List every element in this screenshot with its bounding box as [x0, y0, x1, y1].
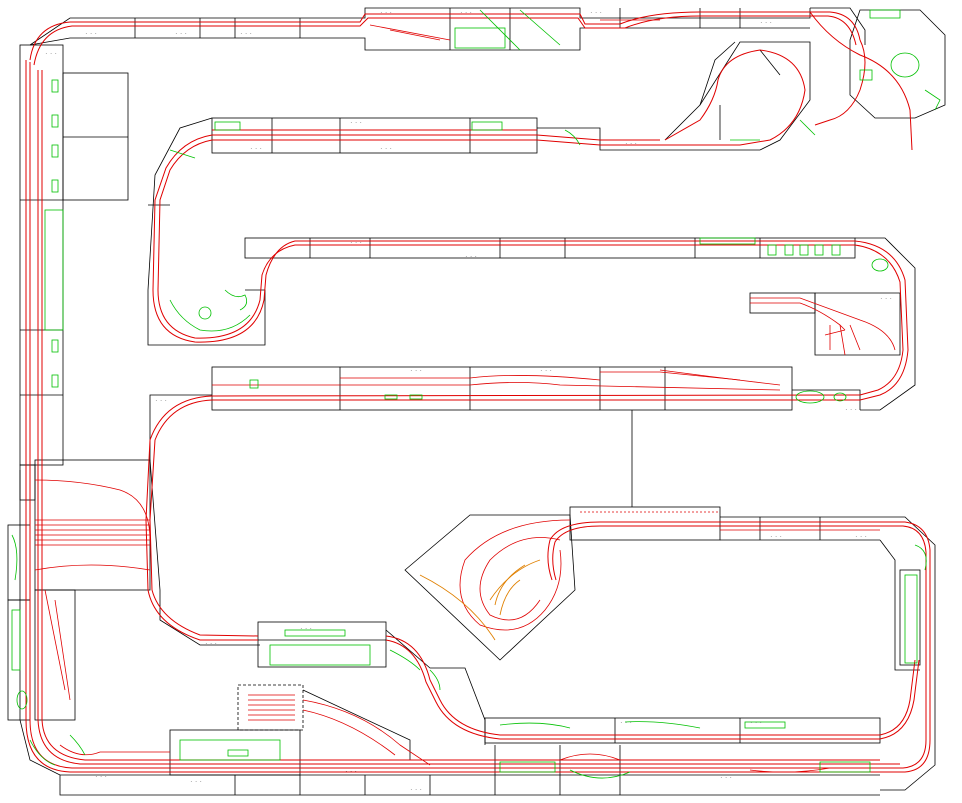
module-label: · · ·	[760, 20, 772, 25]
module-label: · · ·	[410, 368, 422, 373]
module-label: · · ·	[350, 120, 362, 125]
module-label: · · ·	[465, 254, 477, 259]
module-label: · · ·	[85, 31, 97, 36]
module-label: · · ·	[380, 10, 392, 15]
module-label: · · ·	[380, 146, 392, 151]
module-label: · · ·	[95, 774, 107, 779]
module-label: · · ·	[620, 720, 632, 725]
module-label: · · ·	[460, 10, 472, 15]
secondary-track	[419, 559, 541, 641]
module-label: · · ·	[750, 720, 762, 725]
module-label: · · ·	[190, 779, 202, 784]
module-label: · · ·	[250, 146, 262, 151]
module-label: · · ·	[590, 10, 602, 15]
module-label: · · ·	[410, 787, 422, 792]
module-label: · · ·	[45, 51, 57, 56]
module-label: · · ·	[240, 31, 252, 36]
main-track	[25, 11, 931, 773]
module-label: · · ·	[540, 368, 552, 373]
module-label: · · ·	[205, 641, 217, 646]
module-label: · · ·	[855, 534, 867, 539]
module-outlines	[7, 7, 946, 796]
module-label: · · ·	[350, 240, 362, 245]
module-label: · · ·	[175, 31, 187, 36]
module-label: · · ·	[880, 296, 892, 301]
module-label: · · ·	[345, 769, 357, 774]
module-label: · · ·	[155, 398, 167, 403]
module-label: · · ·	[845, 407, 857, 412]
module-label: · · ·	[625, 141, 637, 146]
module-label: · · ·	[770, 534, 782, 539]
module-labels: · · · · · · · · · · · · · · · · · · · · …	[45, 10, 892, 792]
scenery	[11, 9, 941, 779]
module-label: · · ·	[720, 775, 732, 780]
module-label: · · ·	[300, 626, 312, 631]
